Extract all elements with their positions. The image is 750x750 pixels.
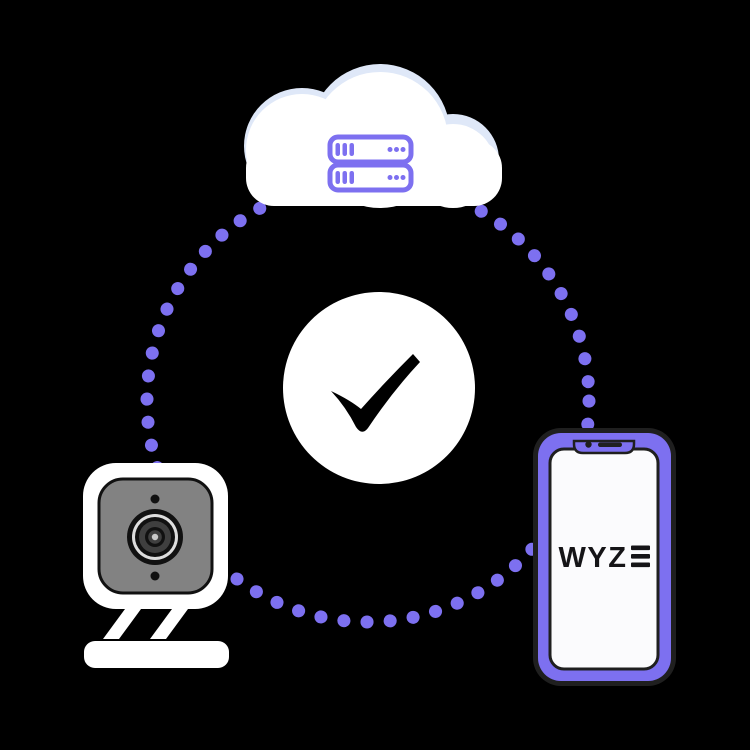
server-rack-bottom: [327, 162, 414, 193]
camera-mic-dot: [150, 571, 160, 581]
camera-stand: [103, 609, 188, 639]
security-camera-icon: [83, 463, 229, 668]
check-badge-circle: [283, 292, 475, 484]
camera-status-led: [150, 494, 160, 504]
phone-camera-dot: [585, 441, 592, 448]
wyze-logo: WYZ: [559, 542, 650, 574]
wyze-logo-letters: WYZ: [559, 542, 628, 574]
server-rack-details: [335, 143, 406, 184]
server-rack-top: [327, 134, 414, 165]
smartphone-icon: WYZ: [533, 428, 676, 686]
checkmark-icon: [331, 354, 420, 432]
cloud-server-icon: [244, 64, 502, 208]
phone-speaker-bar: [598, 442, 622, 447]
camera-lens: [127, 509, 183, 565]
camera-base: [84, 641, 229, 668]
wyze-logo-e-bars: [631, 545, 650, 568]
check-badge: [283, 292, 475, 484]
server-icon: [327, 134, 414, 193]
